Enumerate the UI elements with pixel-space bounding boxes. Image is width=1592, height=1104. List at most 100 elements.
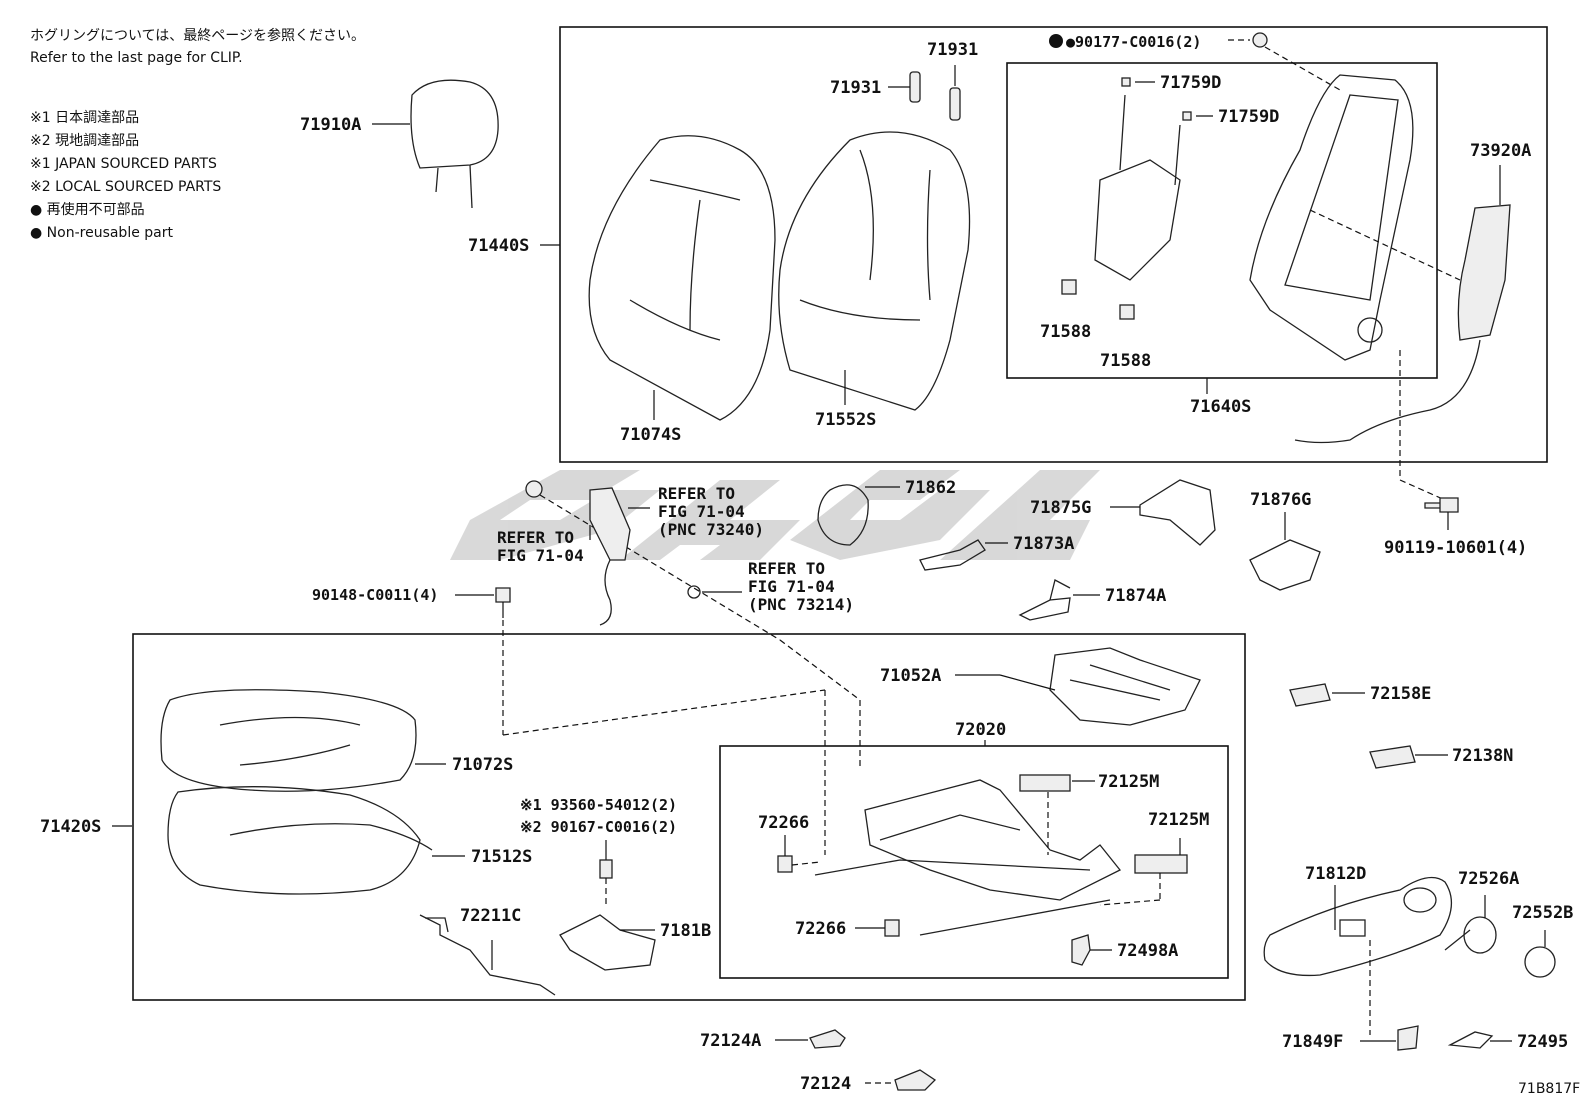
label-71910A: 71910A <box>300 115 361 135</box>
clip-71931-drawing <box>909 71 961 121</box>
seatback-assembly-box <box>559 26 1548 463</box>
label-71072S: 71072S <box>452 755 513 775</box>
shield-71862-drawing <box>817 484 869 546</box>
legend-line-2: ※2 現地調達部品 <box>30 133 139 149</box>
cover-72125M-b-drawing <box>1134 854 1188 874</box>
label-73920A: 73920A <box>1470 141 1531 161</box>
cover-71873A-drawing <box>919 539 986 571</box>
notes-block: ホグリングについては、最終ページを参照ください。 Refer to the la… <box>30 27 365 241</box>
bolt-90119-drawing <box>1424 497 1459 513</box>
label-71876G: 71876G <box>1250 490 1311 510</box>
adjuster-frame-drawing <box>814 779 1122 936</box>
label-71873A: 71873A <box>1013 534 1074 554</box>
diagram-id: 71B817F <box>1518 1081 1580 1097</box>
label-90177: ●90177-C0016(2) <box>1066 33 1201 51</box>
label-72124A: 72124A <box>700 1031 761 1051</box>
ref-3-line-2: FIG 71-04 <box>748 577 835 596</box>
cover-72125M-a-drawing <box>1019 774 1071 792</box>
label-71759D-a: 71759D <box>1160 73 1221 93</box>
label-71552S: 71552S <box>815 410 876 430</box>
cushion-pad-drawing <box>167 786 433 895</box>
label-90148: 90148-C0011(4) <box>312 586 438 604</box>
cover-71876G-drawing <box>1249 539 1321 591</box>
seatback-pad-drawing <box>778 131 971 411</box>
headrest-drawing <box>410 79 499 209</box>
label-71849F: 71849F <box>1282 1032 1343 1052</box>
cover-71849F-drawing <box>1397 1025 1419 1051</box>
label-71640S: 71640S <box>1190 397 1251 417</box>
label-72125M-a: 72125M <box>1098 772 1159 792</box>
ref-3-line-3: (PNC 73214) <box>748 595 854 614</box>
label-72138N: 72138N <box>1452 746 1513 766</box>
label-71759D-b: 71759D <box>1218 107 1279 127</box>
nut-90177-drawing <box>1252 32 1268 48</box>
non-reusable-marker <box>1049 34 1063 48</box>
cover-72158E-drawing <box>1289 683 1331 707</box>
side-airbag-drawing <box>1294 204 1511 444</box>
clip-note-en: Refer to the last page for CLIP. <box>30 50 243 66</box>
legend-line-1: ※1 日本調達部品 <box>30 110 139 126</box>
label-72125M-b: 72125M <box>1148 810 1209 830</box>
ref-2-line-2: FIG 71-04 <box>497 546 584 565</box>
seatback-frame-drawing <box>1249 74 1414 361</box>
label-72158E: 72158E <box>1370 684 1431 704</box>
label-71440S: 71440S <box>468 236 529 256</box>
label-71074S: 71074S <box>620 425 681 445</box>
nut-center-drawing <box>525 480 543 498</box>
label-72498A: 72498A <box>1117 941 1178 961</box>
legend-line-4: ※2 LOCAL SOURCED PARTS <box>30 179 221 195</box>
wire-72211C-drawing <box>419 914 556 996</box>
clip-72266-b-drawing <box>884 919 900 937</box>
nut-71759D-a <box>1121 77 1131 87</box>
label-72266-a: 72266 <box>758 813 809 833</box>
ref-1-line-1: REFER TO <box>658 484 735 503</box>
label-71812D: 71812D <box>1305 864 1366 884</box>
watermark-logo <box>450 470 1100 560</box>
label-90119: 90119-10601(4) <box>1384 538 1527 558</box>
label-71862: 71862 <box>905 478 956 498</box>
ref-3-line-1: REFER TO <box>748 559 825 578</box>
bolt-93560-drawing <box>599 859 613 879</box>
label-71875G: 71875G <box>1030 498 1091 518</box>
ref-1-line-3: (PNC 73240) <box>658 520 764 539</box>
knob-72526A-drawing <box>1444 916 1497 954</box>
bolt-90148-drawing <box>495 587 511 603</box>
label-72266-b: 72266 <box>795 919 846 939</box>
label-71874A: 71874A <box>1105 586 1166 606</box>
label-71931-b: 71931 <box>927 40 978 60</box>
cover-72124A-drawing <box>809 1029 846 1049</box>
clip-note-jp: ホグリングについては、最終ページを参照ください。 <box>30 27 365 44</box>
ref-2-line-1: REFER TO <box>497 528 574 547</box>
nut-71759D-b <box>1182 111 1192 121</box>
clip-72266-a-drawing <box>777 855 793 873</box>
cover-71875G-drawing <box>1139 479 1216 546</box>
label-72552B: 72552B <box>1512 903 1573 923</box>
label-71931-a: 71931 <box>830 78 881 98</box>
clip-71588-a <box>1061 279 1077 295</box>
label-72526A: 72526A <box>1458 869 1519 889</box>
legend-line-5: ● 再使用不可部品 <box>30 201 145 218</box>
cover-72498A-drawing <box>1071 934 1091 966</box>
adjuster-box <box>719 745 1229 979</box>
seatback-frame-box <box>1006 62 1438 379</box>
label-93560: ※1 93560-54012(2) <box>520 796 677 814</box>
label-72211C: 72211C <box>460 906 521 926</box>
cover-72124-drawing <box>894 1069 937 1091</box>
label-71588-a: 71588 <box>1040 322 1091 342</box>
cushion-assembly-box <box>132 633 1246 1001</box>
cover-71874A-drawing <box>1018 579 1071 621</box>
clip-ref3-drawing <box>687 585 701 599</box>
clip-71588-b <box>1119 304 1135 320</box>
seatback-cover-drawing <box>588 135 776 421</box>
label-90167: ※2 90167-C0016(2) <box>520 818 677 836</box>
label-72495: 72495 <box>1517 1032 1568 1052</box>
legend-line-3: ※1 JAPAN SOURCED PARTS <box>30 156 217 172</box>
label-71588-b: 71588 <box>1100 351 1151 371</box>
seatbelt-buckle-drawing <box>589 487 631 626</box>
lumbar-support-drawing <box>1094 94 1181 281</box>
label-72124: 72124 <box>800 1074 851 1094</box>
seat-track-drawing <box>1049 647 1201 726</box>
cover-72495-drawing <box>1447 1031 1494 1049</box>
